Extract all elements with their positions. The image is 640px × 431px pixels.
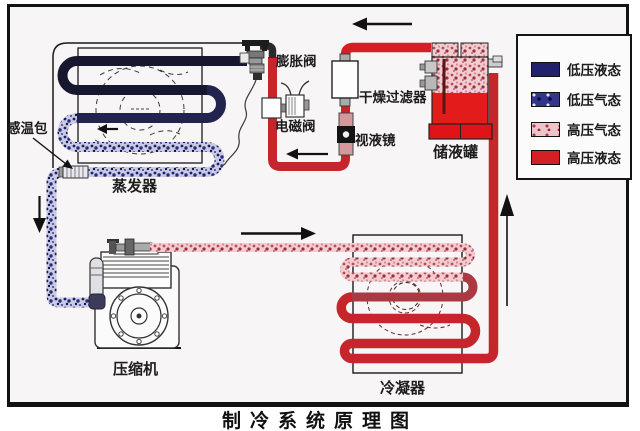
solenoid-valve-drawing [261, 80, 310, 119]
label-solenoid-valve: 电磁阀 [275, 119, 316, 134]
page-title: 制冷系统原理图 [221, 411, 418, 431]
label-condenser: 冷凝器 [380, 380, 426, 397]
legend-swatch-high-pressure-liquid [531, 149, 560, 165]
receiver-tank-drawing [419, 42, 503, 140]
legend-label: 高压气态 [567, 123, 621, 138]
legend-swatch-low-pressure-gas [531, 91, 560, 107]
label-sight-glass: 视液镜 [355, 133, 396, 148]
legend-label: 高压液态 [567, 151, 621, 166]
label-sensing-bulb: 感温包 [7, 121, 48, 136]
label-expansion-valve: 膨胀阀 [276, 54, 317, 69]
pipe-high-pressure-liquid [336, 73, 499, 364]
legend-swatch-low-pressure-liquid [531, 61, 560, 77]
refrigerant-pipes [46, 42, 499, 364]
pipe-low-pressure-gas [46, 113, 225, 308]
condenser-box [352, 234, 463, 374]
expansion-valve-drawing [239, 40, 269, 80]
legend-item: 高压液态 [531, 147, 621, 167]
sensing-bulb-drawing [32, 137, 89, 179]
sight-glass-drawing [337, 112, 355, 156]
flow-arrows [33, 17, 514, 306]
legend-label: 低压气态 [567, 93, 621, 108]
evaporator-housing [52, 42, 242, 168]
capillary-tube [220, 79, 257, 168]
compressor-drawing [89, 238, 181, 349]
label-compressor: 压缩机 [113, 361, 159, 378]
legend-label: 低压液态 [567, 63, 621, 78]
pipe-low-pressure-liquid [57, 56, 247, 95]
legend-item: 低压气态 [531, 89, 621, 109]
suction-elbow [88, 293, 106, 310]
legend-swatch-high-pressure-gas [531, 121, 560, 137]
legend-item: 低压液态 [531, 59, 621, 79]
label-filter-drier: 干燥过滤器 [359, 90, 427, 105]
legend: 低压液态 低压气态 高压气态 高压液态 [516, 34, 632, 180]
pipe-high-pressure-gas [150, 243, 475, 282]
filter-drier-drawing [331, 53, 359, 107]
label-evaporator: 蒸发器 [112, 178, 158, 195]
label-receiver-tank: 储液罐 [433, 144, 479, 161]
legend-item: 高压气态 [531, 119, 621, 139]
